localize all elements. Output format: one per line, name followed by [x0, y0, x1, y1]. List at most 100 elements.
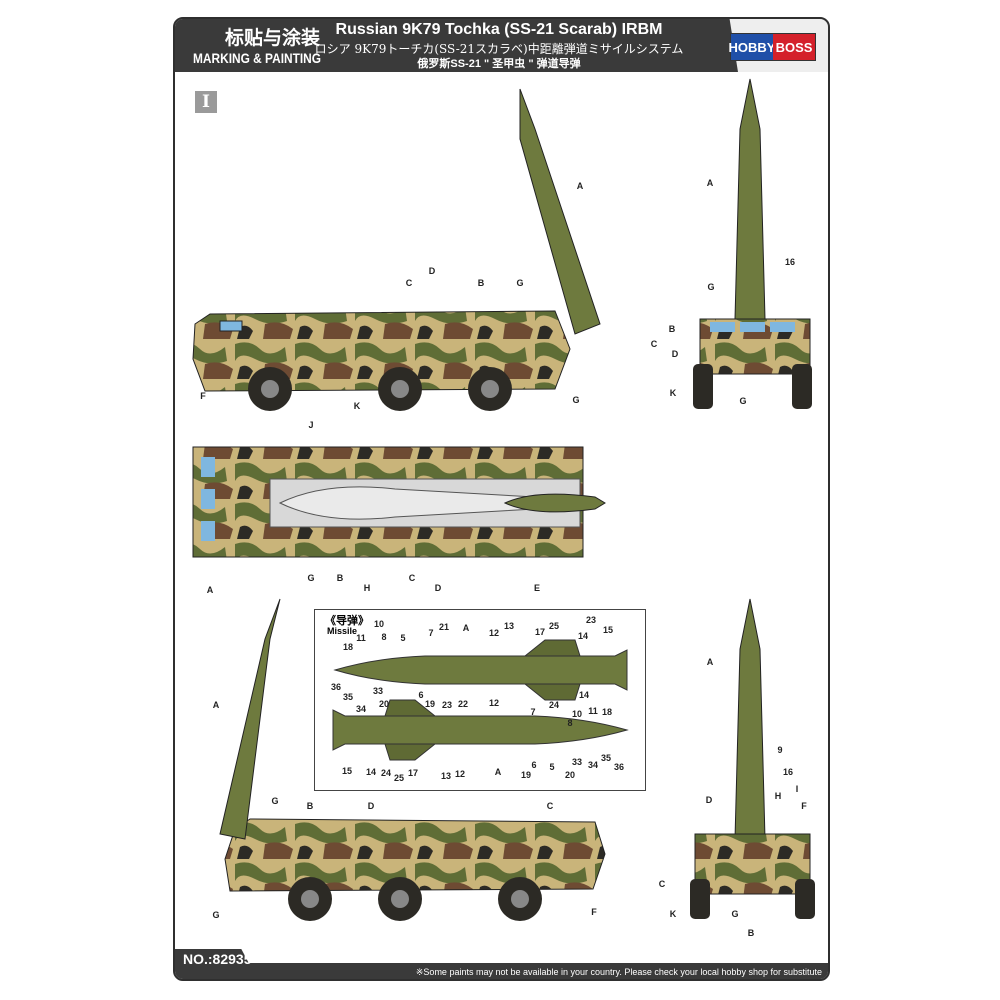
callout-label: 12 — [454, 769, 466, 779]
callout-label: E — [533, 583, 541, 593]
callout-label: K — [669, 388, 677, 398]
product-title-cn: 俄罗斯SS-21 " 圣甲虫 " 弹道导弹 — [417, 58, 581, 70]
callout-label: 24 — [380, 768, 392, 778]
callout-label: A — [206, 585, 214, 595]
callout-label: 5 — [549, 762, 555, 772]
callout-label: A — [212, 700, 220, 710]
callout-label: F — [200, 391, 206, 401]
callout-label: 25 — [548, 621, 560, 631]
callout-label: 11 — [588, 706, 598, 716]
callout-label: C — [408, 573, 416, 583]
callout-label: 10 — [373, 619, 385, 629]
callout-label: 19 — [520, 770, 532, 780]
callout-label: 18 — [601, 707, 613, 717]
callout-label: 8 — [567, 718, 573, 728]
title-cn: 标贴与涂装 — [225, 28, 321, 49]
callout-label: 16 — [782, 767, 794, 777]
callout-label: 6 — [531, 760, 537, 770]
callout-label: D — [705, 795, 713, 805]
callout-label: 23 — [441, 700, 453, 710]
callout-label: 16 — [784, 257, 796, 267]
callout-label: 35 — [342, 692, 354, 702]
side-view-top — [192, 88, 601, 411]
callout-label: A — [706, 657, 714, 667]
callout-label: B — [306, 801, 314, 811]
callout-label: F — [801, 801, 807, 811]
callout-label: 13 — [503, 621, 515, 631]
vehicle-drawings — [192, 78, 815, 921]
callout-label: 33 — [571, 757, 583, 767]
product-title: Russian 9K79 Tochka (SS-21 Scarab) IRBM — [335, 21, 663, 38]
callout-label: K — [353, 401, 361, 411]
missile-detail-inset: 《导弹》 Missile — [314, 609, 646, 791]
footer-bar: ※Some paints may not be available in you… — [175, 963, 828, 979]
callout-label: 19 — [424, 699, 436, 709]
callout-label: 14 — [577, 631, 589, 641]
product-number-tab — [175, 949, 253, 971]
callout-label: 33 — [372, 686, 384, 696]
missile-raised — [519, 88, 601, 335]
side-view-bottom — [219, 598, 606, 921]
callout-label: G — [271, 796, 279, 806]
callout-label: A — [462, 623, 470, 633]
callout-label: 14 — [578, 690, 590, 700]
callout-label: 15 — [341, 766, 353, 776]
callout-label: A — [706, 178, 714, 188]
callout-label: 15 — [602, 625, 614, 635]
callout-label: 23 — [585, 615, 597, 625]
callout-label: 36 — [613, 762, 625, 772]
front-view-bottom — [690, 598, 815, 919]
missile-drawings — [332, 639, 629, 761]
callout-label: 7 — [428, 628, 434, 638]
callout-label: B — [668, 324, 676, 334]
callout-label: B — [477, 278, 485, 288]
inset-title-cn: 《导弹》 — [325, 615, 369, 627]
callout-label: D — [367, 801, 375, 811]
callout-label: 8 — [381, 632, 387, 642]
callout-label: C — [658, 879, 666, 889]
product-title-jp: ロシア 9K79トーチカ(SS-21スカラベ)中距離弾道ミサイルシステム — [314, 42, 684, 56]
callout-label: 7 — [530, 707, 536, 717]
marking-sheet: 标贴与涂装 MARKING & PAINTING Russian 9K79 To… — [173, 17, 830, 981]
callout-label: D — [434, 583, 442, 593]
front-view-top — [693, 78, 812, 409]
callout-label: 14 — [365, 767, 377, 777]
hobbyboss-logo: HOBBY BOSS — [729, 33, 816, 61]
callout-label: C — [405, 278, 413, 288]
callout-label: B — [747, 928, 755, 938]
callout-label: 24 — [548, 700, 560, 710]
header-bar: 标贴与涂装 MARKING & PAINTING Russian 9K79 To… — [175, 19, 828, 72]
callout-label: 17 — [534, 627, 546, 637]
callout-label: 34 — [355, 704, 367, 714]
logo-part1: HOBBY — [729, 34, 775, 60]
callout-label: 25 — [393, 773, 405, 783]
callout-label: 13 — [440, 771, 452, 781]
callout-label: C — [650, 339, 658, 349]
callout-label: 12 — [488, 628, 500, 638]
callout-label: 20 — [378, 699, 390, 709]
top-down-view — [192, 446, 606, 558]
callout-label: F — [591, 907, 597, 917]
scheme-number: I — [195, 91, 217, 113]
callout-label: G — [572, 395, 580, 405]
callout-label: I — [795, 784, 799, 794]
callout-label: G — [731, 909, 739, 919]
callout-label: C — [546, 801, 554, 811]
callout-label: 9 — [777, 745, 783, 755]
callout-label: 11 — [356, 633, 366, 643]
product-number: NO.:82935 — [183, 951, 252, 967]
title-en: MARKING & PAINTING — [193, 50, 322, 66]
callout-label: 6 — [418, 690, 424, 700]
callout-label: K — [669, 909, 677, 919]
callout-label: B — [336, 573, 344, 583]
callout-label: D — [671, 349, 679, 359]
callout-label: J — [308, 420, 314, 430]
callout-label: 35 — [600, 753, 612, 763]
callout-label: 17 — [407, 768, 419, 778]
callout-label: 36 — [330, 682, 342, 692]
callout-label: G — [307, 573, 315, 583]
callout-label: H — [774, 791, 782, 801]
callout-label: A — [494, 767, 502, 777]
callout-label: D — [428, 266, 436, 276]
callout-label: 12 — [488, 698, 500, 708]
